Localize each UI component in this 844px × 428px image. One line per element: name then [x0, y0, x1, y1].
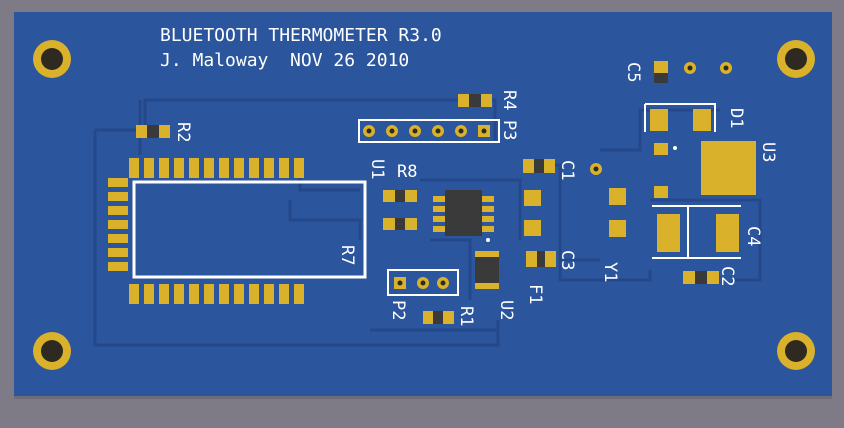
pcb-board-edge	[14, 396, 832, 399]
fuse-f1	[475, 251, 499, 289]
label-r2: R2	[173, 122, 193, 142]
label-r7: R7	[337, 245, 357, 265]
mounting-hole	[777, 40, 815, 78]
capacitor-c3	[526, 251, 556, 267]
capacitor-c4	[652, 205, 741, 259]
resistor-r4	[458, 94, 492, 107]
label-r8: R8	[397, 162, 417, 182]
label-y1: Y1	[600, 262, 620, 282]
via-pads	[684, 62, 732, 74]
label-p2: P2	[388, 300, 408, 320]
label-u2: U2	[496, 300, 516, 320]
label-u3: U3	[758, 142, 778, 162]
label-r1: R1	[456, 306, 476, 326]
capacitor-c1	[523, 159, 602, 175]
label-d1: D1	[726, 108, 746, 128]
board-title: BLUETOOTH THERMOMETER R3.0	[160, 25, 442, 46]
crystal-y1	[609, 188, 626, 237]
component-pads	[524, 190, 541, 236]
label-r4: R4	[499, 90, 519, 110]
label-p3: P3	[499, 120, 519, 140]
label-f1: F1	[525, 284, 545, 304]
label-u1: U1	[367, 159, 387, 179]
bluetooth-module-footprint	[108, 158, 367, 304]
ic-u1	[433, 190, 494, 242]
mounting-hole	[33, 40, 71, 78]
diode-d1	[644, 103, 716, 132]
resistor-r1	[423, 311, 454, 324]
mounting-hole	[777, 332, 815, 370]
label-c2: C2	[717, 266, 737, 286]
board-author-date: J. Maloway NOV 26 2010	[160, 50, 409, 71]
regulator-u3	[654, 141, 756, 198]
resistor-r8	[383, 190, 417, 230]
mounting-hole	[33, 332, 71, 370]
header-p3	[358, 119, 500, 143]
resistor-r2	[136, 125, 170, 138]
copper-traces	[93, 98, 762, 347]
capacitor-c5	[654, 61, 668, 83]
label-c1: C1	[557, 160, 577, 180]
label-c3: C3	[557, 250, 577, 270]
label-c5: C5	[623, 62, 643, 82]
label-c4: C4	[743, 226, 763, 246]
capacitor-c2	[683, 271, 719, 284]
header-p2	[387, 269, 459, 296]
